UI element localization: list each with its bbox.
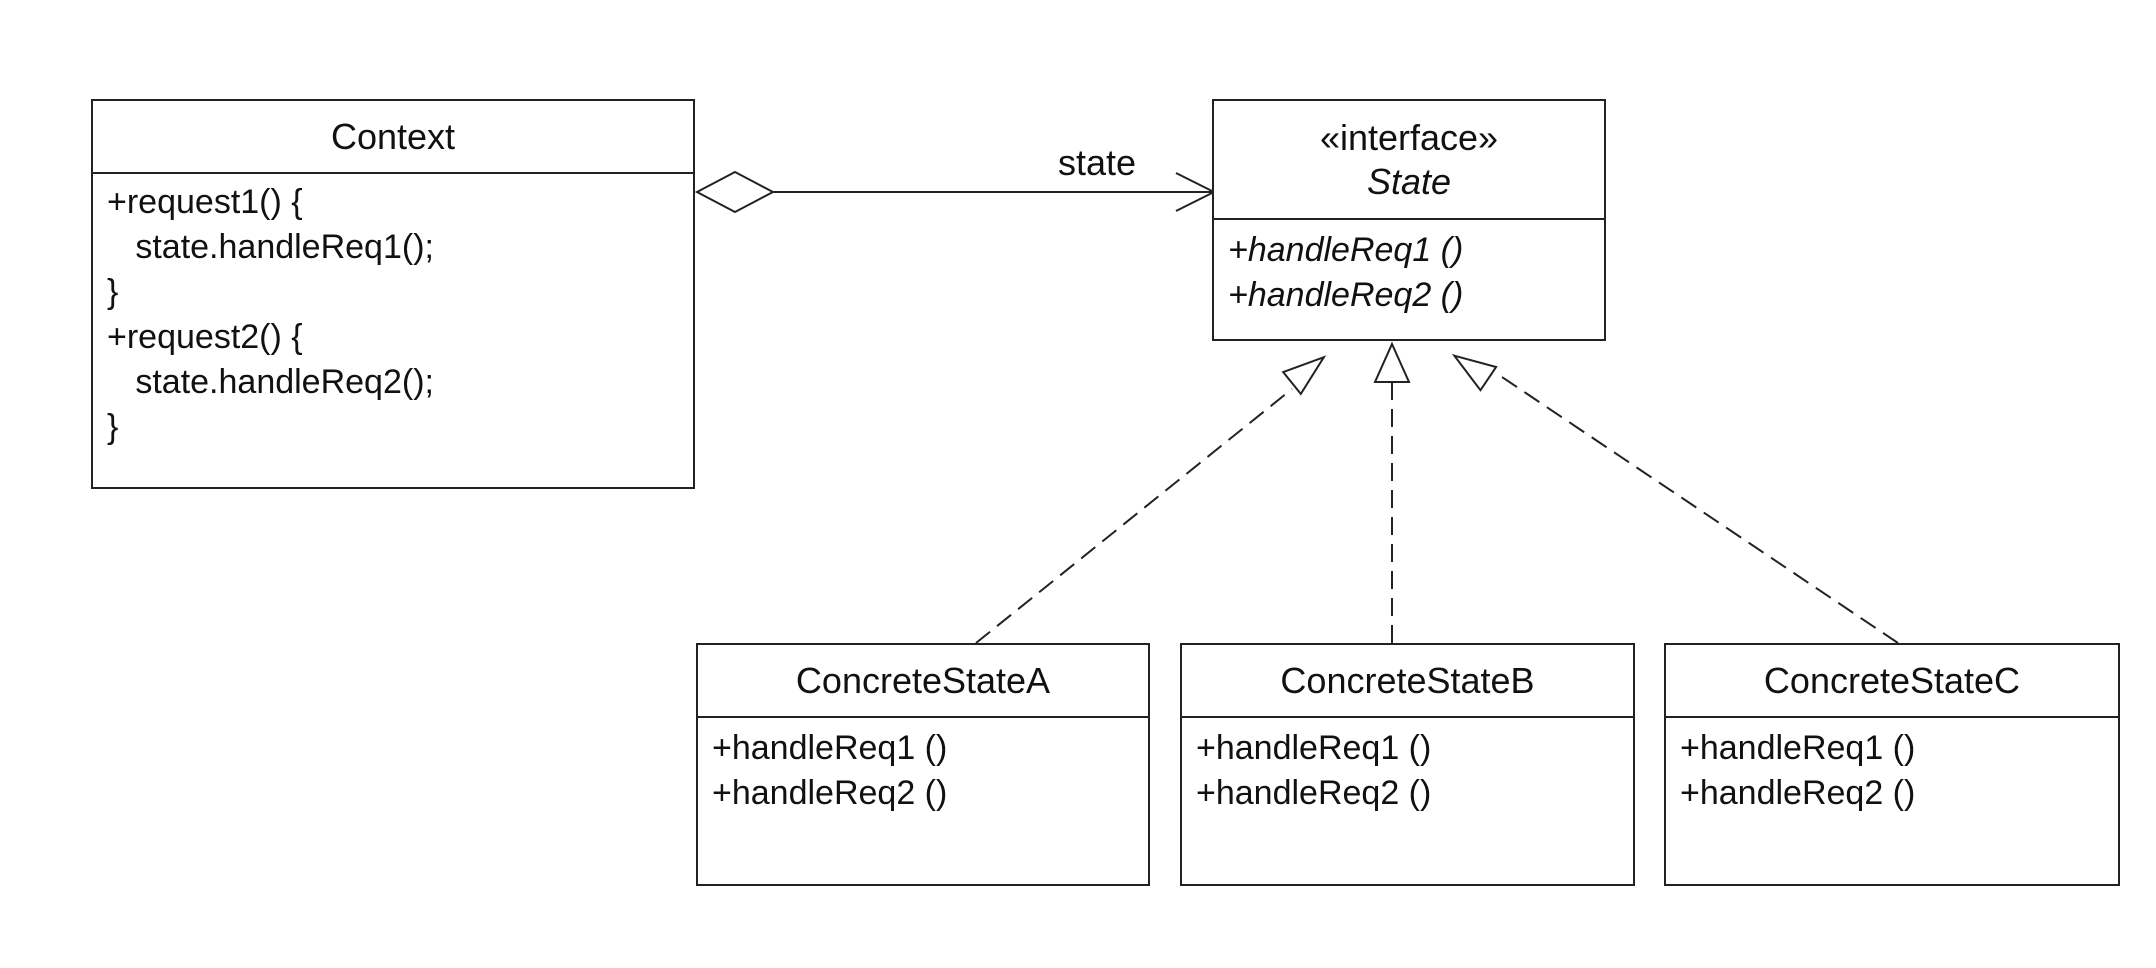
code-line: state.handleReq2(); bbox=[107, 363, 434, 401]
state-interface-header: «interface» State bbox=[1214, 101, 1604, 220]
realization-arrowhead-c bbox=[1451, 353, 1498, 392]
class-name: State bbox=[1366, 160, 1452, 202]
context-class[interactable]: Context +request1() { state.handleReq1()… bbox=[91, 99, 695, 489]
association-label: state bbox=[1058, 142, 1137, 183]
concrete-state-c-header: ConcreteStateC bbox=[1666, 645, 2118, 718]
operation: +handleReq2 () bbox=[1196, 774, 1432, 812]
code-line: state.handleReq1(); bbox=[107, 228, 434, 266]
concrete-state-c-class[interactable]: ConcreteStateC +handleReq1 () +handleReq… bbox=[1664, 643, 2120, 886]
code-line: } bbox=[107, 408, 119, 446]
aggregation-diamond bbox=[694, 170, 776, 214]
concrete-state-c-operations: +handleReq1 () +handleReq2 () bbox=[1666, 718, 2118, 826]
aggregation-connector[interactable] bbox=[694, 170, 1217, 214]
operation: +handleReq2 () bbox=[712, 774, 948, 812]
state-interface-operations: +handleReq1 () +handleReq2 () bbox=[1214, 220, 1604, 328]
class-name: ConcreteStateC bbox=[1763, 659, 2021, 701]
code-line: } bbox=[107, 273, 119, 311]
class-name: Context bbox=[330, 115, 456, 157]
concrete-state-b-class[interactable]: ConcreteStateB +handleReq1 () +handleReq… bbox=[1180, 643, 1635, 886]
state-interface-class[interactable]: «interface» State +handleReq1 () +handle… bbox=[1212, 99, 1606, 341]
concrete-state-b-operations: +handleReq1 () +handleReq2 () bbox=[1182, 718, 1633, 826]
operation: +handleReq1 () bbox=[712, 729, 948, 767]
concrete-state-a-operations: +handleReq1 () +handleReq2 () bbox=[698, 718, 1148, 826]
realization-connector-b[interactable] bbox=[1373, 341, 1411, 643]
operation: +handleReq1 () bbox=[1196, 729, 1432, 767]
operation: +handleReq1 () bbox=[1228, 231, 1464, 269]
class-name: ConcreteStateA bbox=[795, 659, 1051, 701]
realization-connector-c[interactable] bbox=[1446, 344, 1899, 644]
realization-connector-a[interactable] bbox=[975, 346, 1333, 644]
context-class-body: +request1() { state.handleReq1(); } +req… bbox=[93, 174, 693, 460]
concrete-state-b-header: ConcreteStateB bbox=[1182, 645, 1633, 718]
concrete-state-a-header: ConcreteStateA bbox=[698, 645, 1148, 718]
code-line: +request1() { bbox=[107, 183, 303, 221]
interface-stereotype: «interface» bbox=[1319, 116, 1499, 158]
context-class-header: Context bbox=[93, 101, 693, 174]
operation: +handleReq1 () bbox=[1680, 729, 1916, 767]
code-line: +request2() { bbox=[107, 318, 303, 356]
concrete-state-a-class[interactable]: ConcreteStateA +handleReq1 () +handleReq… bbox=[696, 643, 1150, 886]
realization-arrowhead-b bbox=[1373, 341, 1411, 383]
class-name: ConcreteStateB bbox=[1280, 659, 1535, 701]
operation: +handleReq2 () bbox=[1680, 774, 1916, 812]
operation: +handleReq2 () bbox=[1228, 276, 1464, 314]
realization-arrowhead-a bbox=[1281, 355, 1327, 396]
